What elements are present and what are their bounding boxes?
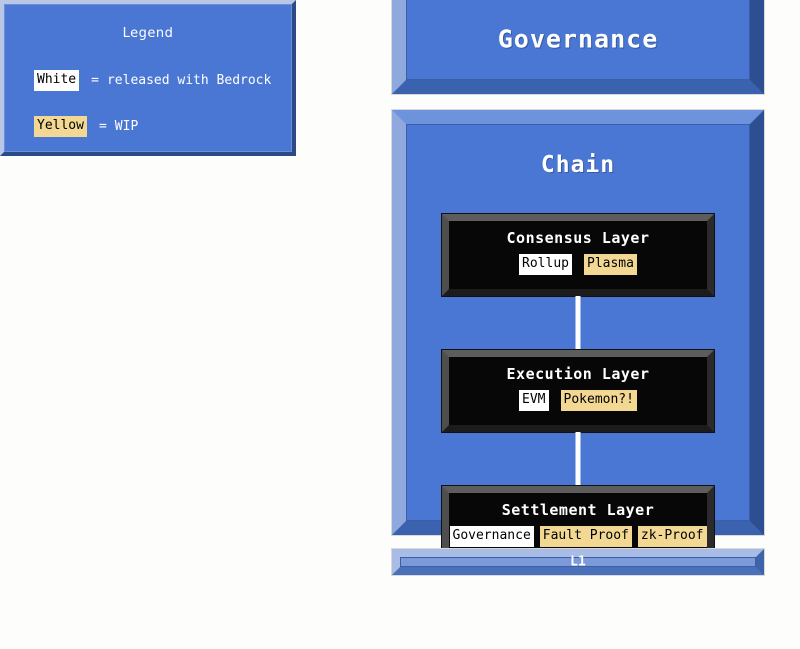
execution-layer-box: Execution Layer EVM Pokemon?!: [442, 350, 714, 432]
consensus-layer-box: Consensus Layer Rollup Plasma: [442, 214, 714, 296]
bevel-corner-bottom-right: [750, 80, 764, 94]
consensus-layer-tags: Rollup Plasma: [449, 254, 707, 275]
bevel-corner-top-right: [756, 549, 764, 557]
legend-row-yellow: Yellow = WIP: [34, 116, 138, 137]
l1-box: L1: [392, 549, 764, 575]
bevel-corner-bottom-right: [750, 521, 764, 535]
bevel-corner-bottom-left: [392, 521, 406, 535]
chain-label: Chain: [540, 152, 616, 178]
l1-label: L1: [570, 554, 586, 570]
bevel-corner-top-left: [392, 110, 406, 124]
governance-label: Governance: [497, 24, 659, 54]
legend-panel: Legend White = released with Bedrock Yel…: [0, 0, 296, 156]
execution-layer-title: Execution Layer: [506, 365, 650, 383]
architecture-stack: Governance Chain Consensus Layer Rollup …: [392, 0, 764, 575]
legend-tag-white: White: [34, 70, 80, 91]
bevel-corner-bottom-left: [392, 80, 406, 94]
bevel-corner-top-left: [392, 549, 400, 557]
settlement-layer-title: Settlement Layer: [501, 501, 655, 519]
consensus-layer-title: Consensus Layer: [506, 229, 650, 247]
legend-row-white: White = released with Bedrock: [34, 70, 271, 91]
tag-zk-proof: zk-Proof: [637, 526, 707, 547]
legend-title: Legend: [122, 26, 174, 41]
tag-rollup: Rollup: [519, 254, 572, 275]
settlement-layer-box: Settlement Layer Governance Fault Proof …: [442, 486, 714, 568]
chain-box: Chain Consensus Layer Rollup Plasma Exec…: [392, 110, 764, 568]
connector-execution-to-settlement: [575, 432, 581, 486]
governance-box: Governance: [392, 0, 764, 94]
tag-pokemon: Pokemon?!: [560, 390, 637, 411]
execution-layer-tags: EVM Pokemon?!: [449, 390, 707, 411]
legend-description-yellow: WIP: [114, 119, 139, 134]
tag-evm: EVM: [519, 390, 549, 411]
tag-fault-proof: Fault Proof: [539, 526, 632, 547]
bevel-corner-top-right: [750, 110, 764, 124]
tag-plasma: Plasma: [584, 254, 637, 275]
connector-consensus-to-execution: [575, 296, 581, 350]
bevel-corner-bottom-left: [392, 567, 400, 575]
legend-tag-yellow: Yellow: [34, 116, 87, 137]
bevel-corner-bottom-right: [756, 567, 764, 575]
settlement-layer-tags: Governance Fault Proof zk-Proof: [449, 526, 707, 547]
legend-equals-yellow: =: [98, 119, 107, 134]
legend-description-white: released with Bedrock: [106, 73, 272, 88]
legend-equals-white: =: [91, 73, 99, 88]
tag-governance: Governance: [449, 526, 534, 547]
